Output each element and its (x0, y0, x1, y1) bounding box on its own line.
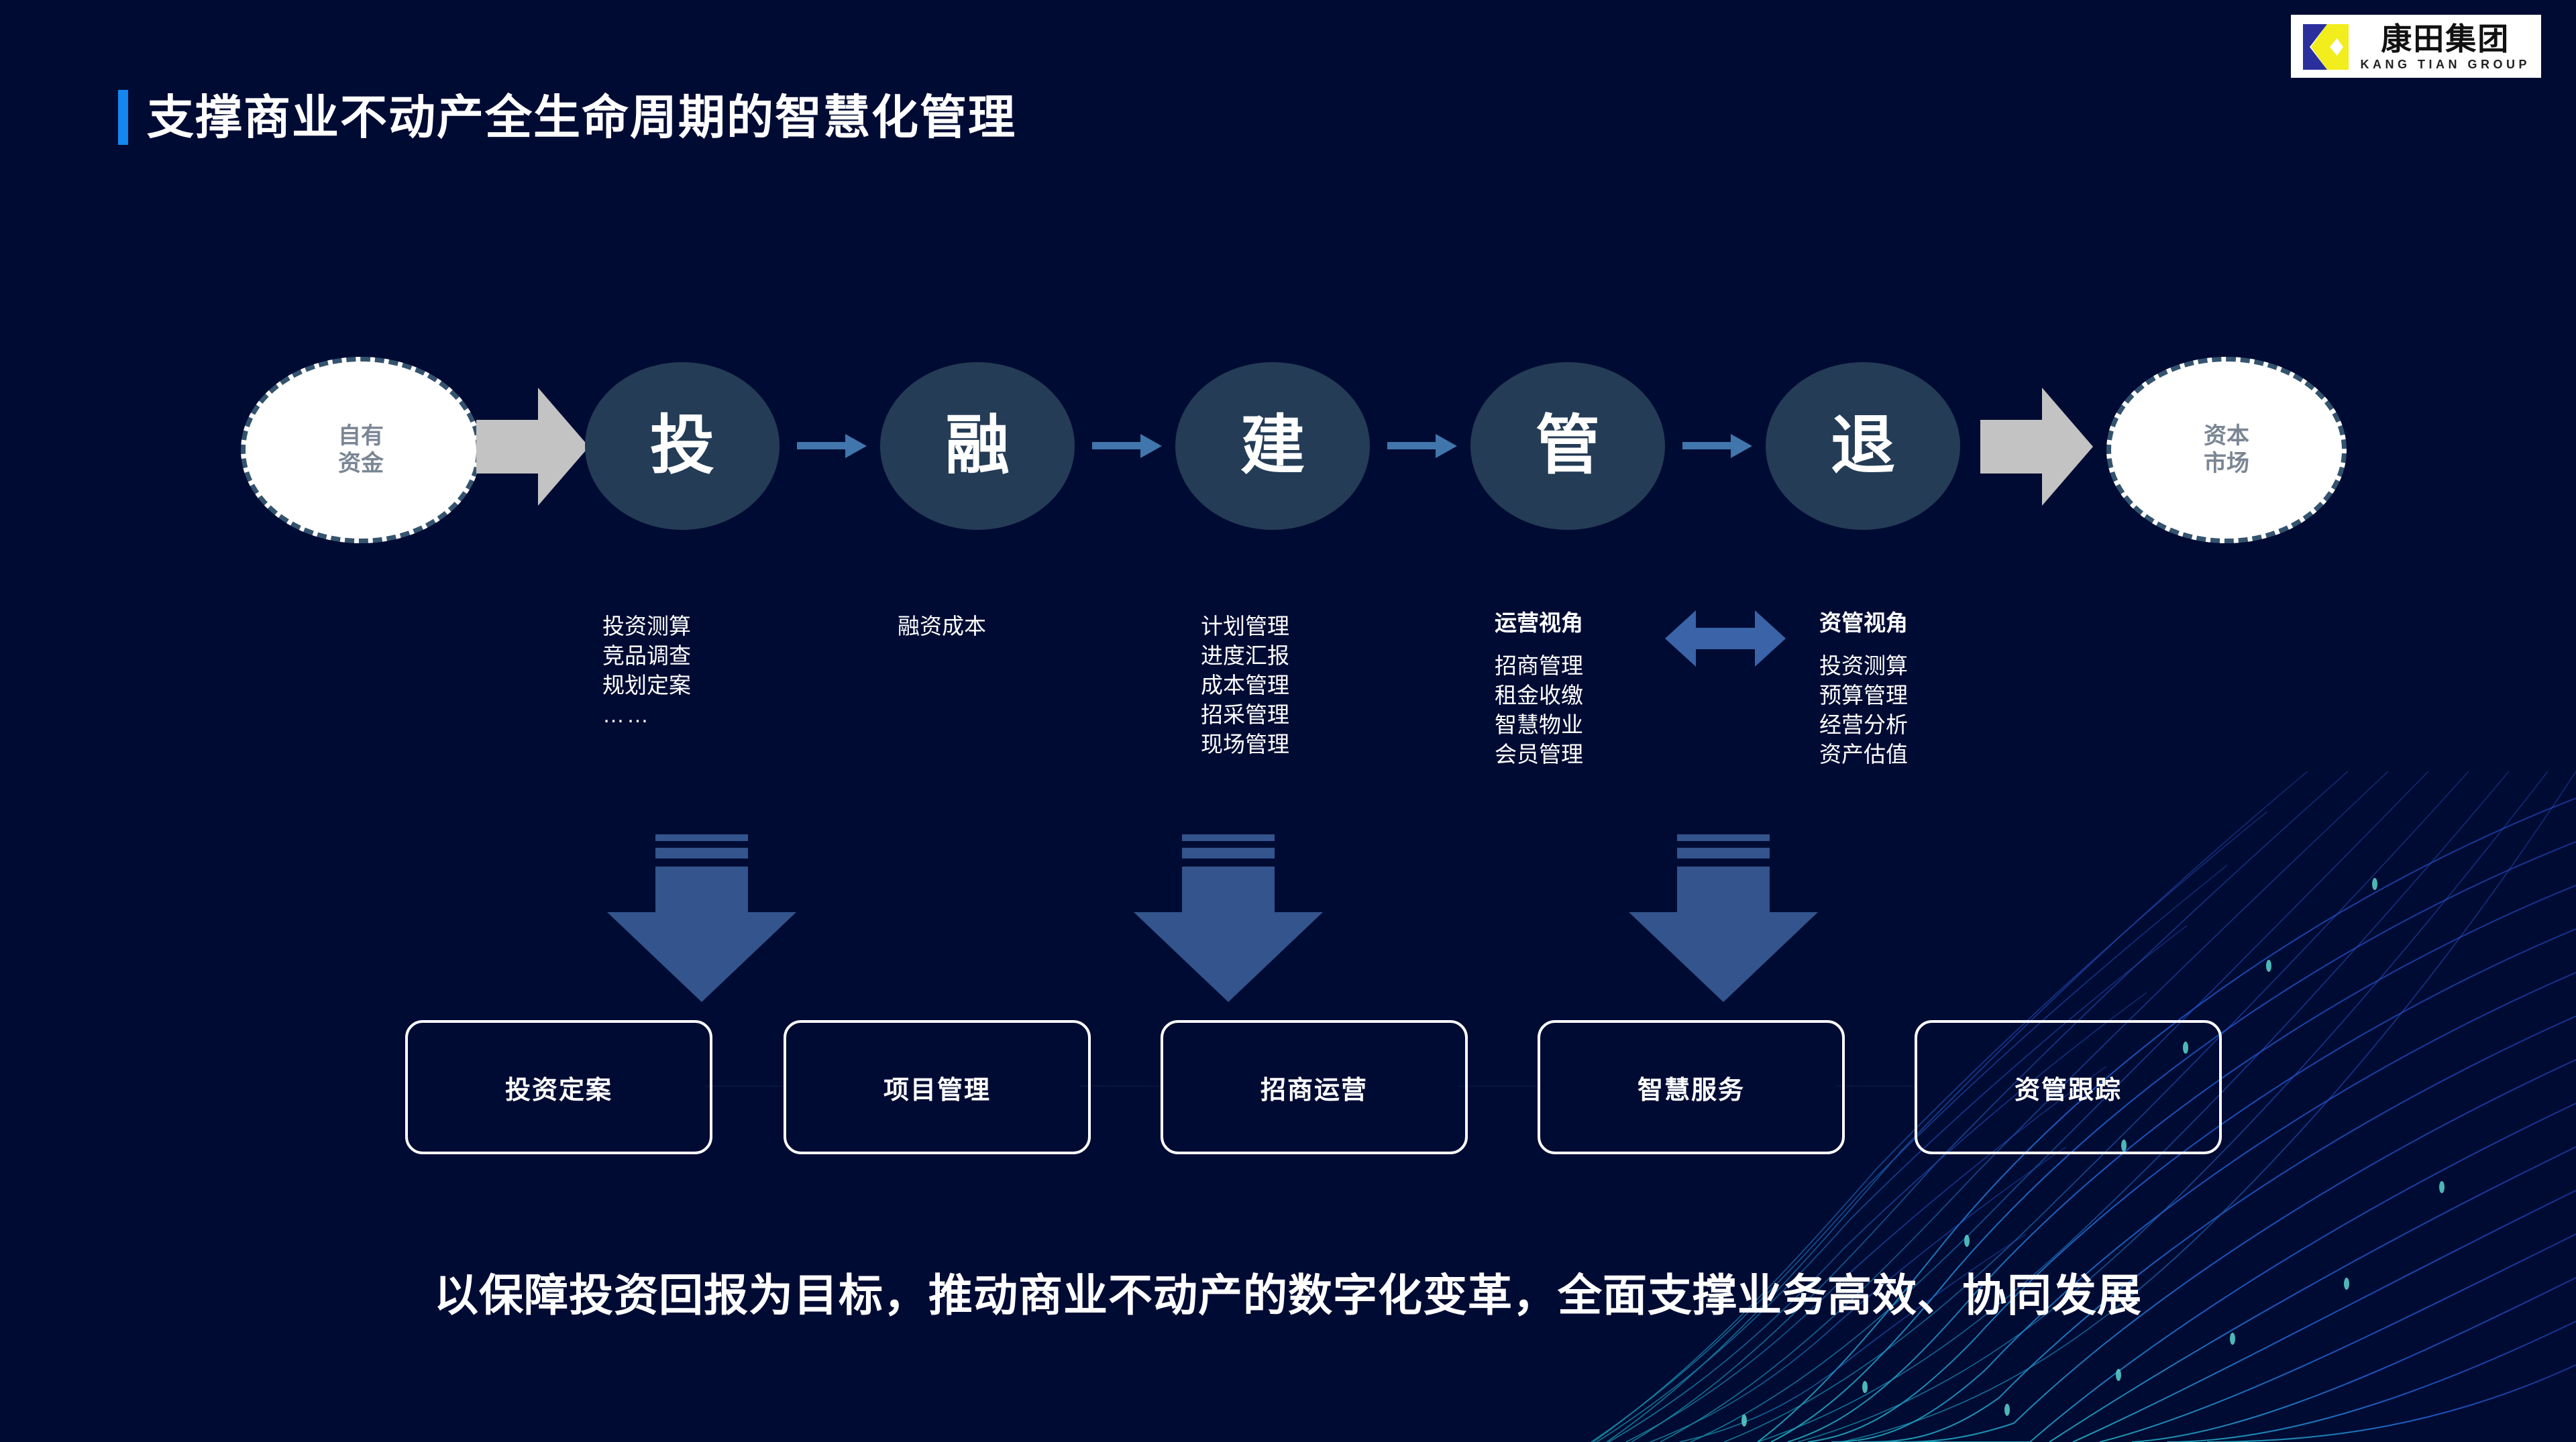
page-title-block: 支撑商业不动产全生命周期的智慧化管理 (118, 90, 1016, 145)
column-asset-item-3: 资产估值 (1819, 741, 1908, 767)
flow-stage-rong-label: 融 (945, 410, 1010, 482)
outcome-box-1[interactable]: 项目管理 (784, 1020, 1091, 1154)
column-tou-item-2: 规划定案 (602, 672, 691, 698)
outcome-box-2[interactable]: 招商运营 (1161, 1020, 1468, 1154)
flow-end-label: 资本 市场 (2204, 423, 2249, 476)
footer-tagline: 以保障投资回报为目标，推动商业不动产的数字化变革，全面支撑业务高效、协同发展 (434, 1270, 2142, 1320)
company-logo: 康田集团 KANG TIAN GROUP (2290, 15, 2541, 78)
column-tou: 投资测算 竞品调查 规划定案 …… (602, 612, 691, 730)
column-jian-item-2: 成本管理 (1201, 672, 1289, 698)
column-asset-item-1: 预算管理 (1819, 682, 1908, 708)
outcome-box-2-label: 招商运营 (1260, 1076, 1368, 1105)
column-rong-item-0: 融资成本 (898, 614, 986, 639)
column-operations-heading: 运营视角 (1495, 610, 1583, 635)
down-arrow-icon-1 (607, 834, 796, 1002)
flow-start-node: 自有 资金 (241, 357, 481, 543)
flow-start-label: 自有 资金 (338, 423, 384, 476)
box-connector-4 (1835, 1085, 1917, 1087)
column-operations-item-3: 会员管理 (1495, 741, 1583, 767)
flow-end-node: 资本 市场 (2106, 357, 2347, 543)
column-tou-ellipsis: …… (602, 702, 651, 727)
title-accent-bar (118, 90, 128, 145)
flow-stage-tou-label: 投 (650, 410, 714, 482)
gray-arrow-icon-start (476, 388, 589, 506)
k-monogram-icon (2300, 21, 2351, 72)
flow-stage-rong: 融 (880, 362, 1075, 530)
flow-stage-tui-label: 退 (1831, 410, 1895, 482)
column-asset-item-2: 经营分析 (1819, 712, 1908, 737)
logo-chinese-name: 康田集团 (2381, 21, 2510, 56)
column-operations-item-1: 租金收缴 (1495, 682, 1583, 708)
flow-stage-jian-label: 建 (1240, 410, 1305, 482)
column-operations-view: 运营视角 招商管理 租金收缴 智慧物业 会员管理 (1495, 612, 1583, 769)
flow-arrow-icon-4 (1682, 434, 1752, 458)
down-arrow-icon-2 (1134, 834, 1323, 1002)
flow-stage-jian: 建 (1175, 362, 1370, 530)
flow-stage-guan: 管 (1470, 362, 1665, 530)
logo-english-name: KANG TIAN GROUP (2360, 57, 2530, 71)
box-connector-3 (1457, 1085, 1539, 1087)
column-tou-item-1: 竞品调查 (602, 643, 691, 668)
column-operations-item-2: 智慧物业 (1495, 712, 1583, 737)
down-arrow-icon-3 (1629, 834, 1818, 1002)
column-jian: 计划管理 进度汇报 成本管理 招采管理 现场管理 (1201, 612, 1289, 759)
flow-arrow-icon-1 (797, 434, 867, 458)
flow-stage-tui: 退 (1766, 362, 1960, 530)
column-asset-item-0: 投资测算 (1819, 653, 1908, 678)
flow-arrow-icon-2 (1092, 434, 1162, 458)
column-jian-item-1: 进度汇报 (1201, 643, 1289, 668)
box-connector-1 (704, 1085, 786, 1087)
column-jian-item-0: 计划管理 (1201, 614, 1289, 639)
column-tou-item-0: 投资测算 (602, 614, 691, 639)
outcome-box-0-label: 投资定案 (504, 1076, 612, 1105)
bidirectional-arrow-icon (1665, 610, 1786, 667)
outcome-box-1-label: 项目管理 (883, 1076, 991, 1105)
column-asset-view: 资管视角 投资测算 预算管理 经营分析 资产估值 (1819, 612, 1908, 769)
column-asset-heading: 资管视角 (1819, 610, 1908, 635)
column-jian-item-4: 现场管理 (1201, 731, 1289, 757)
gray-arrow-icon-end (1980, 388, 2093, 506)
outcome-box-4-label: 资管跟踪 (2014, 1076, 2122, 1105)
flow-stage-tou: 投 (585, 362, 780, 530)
column-operations-item-0: 招商管理 (1495, 653, 1583, 678)
column-rong: 融资成本 (898, 612, 986, 641)
flow-arrow-icon-3 (1387, 434, 1457, 458)
page-title: 支撑商业不动产全生命周期的智慧化管理 (147, 91, 1016, 144)
outcome-box-0[interactable]: 投资定案 (405, 1020, 712, 1154)
outcome-box-4[interactable]: 资管跟踪 (1915, 1020, 2222, 1154)
column-jian-item-3: 招采管理 (1201, 702, 1289, 727)
flow-stage-guan-label: 管 (1536, 410, 1600, 482)
box-connector-2 (1080, 1085, 1162, 1087)
outcome-box-3[interactable]: 智慧服务 (1538, 1020, 1845, 1154)
outcome-box-3-label: 智慧服务 (1637, 1076, 1745, 1105)
